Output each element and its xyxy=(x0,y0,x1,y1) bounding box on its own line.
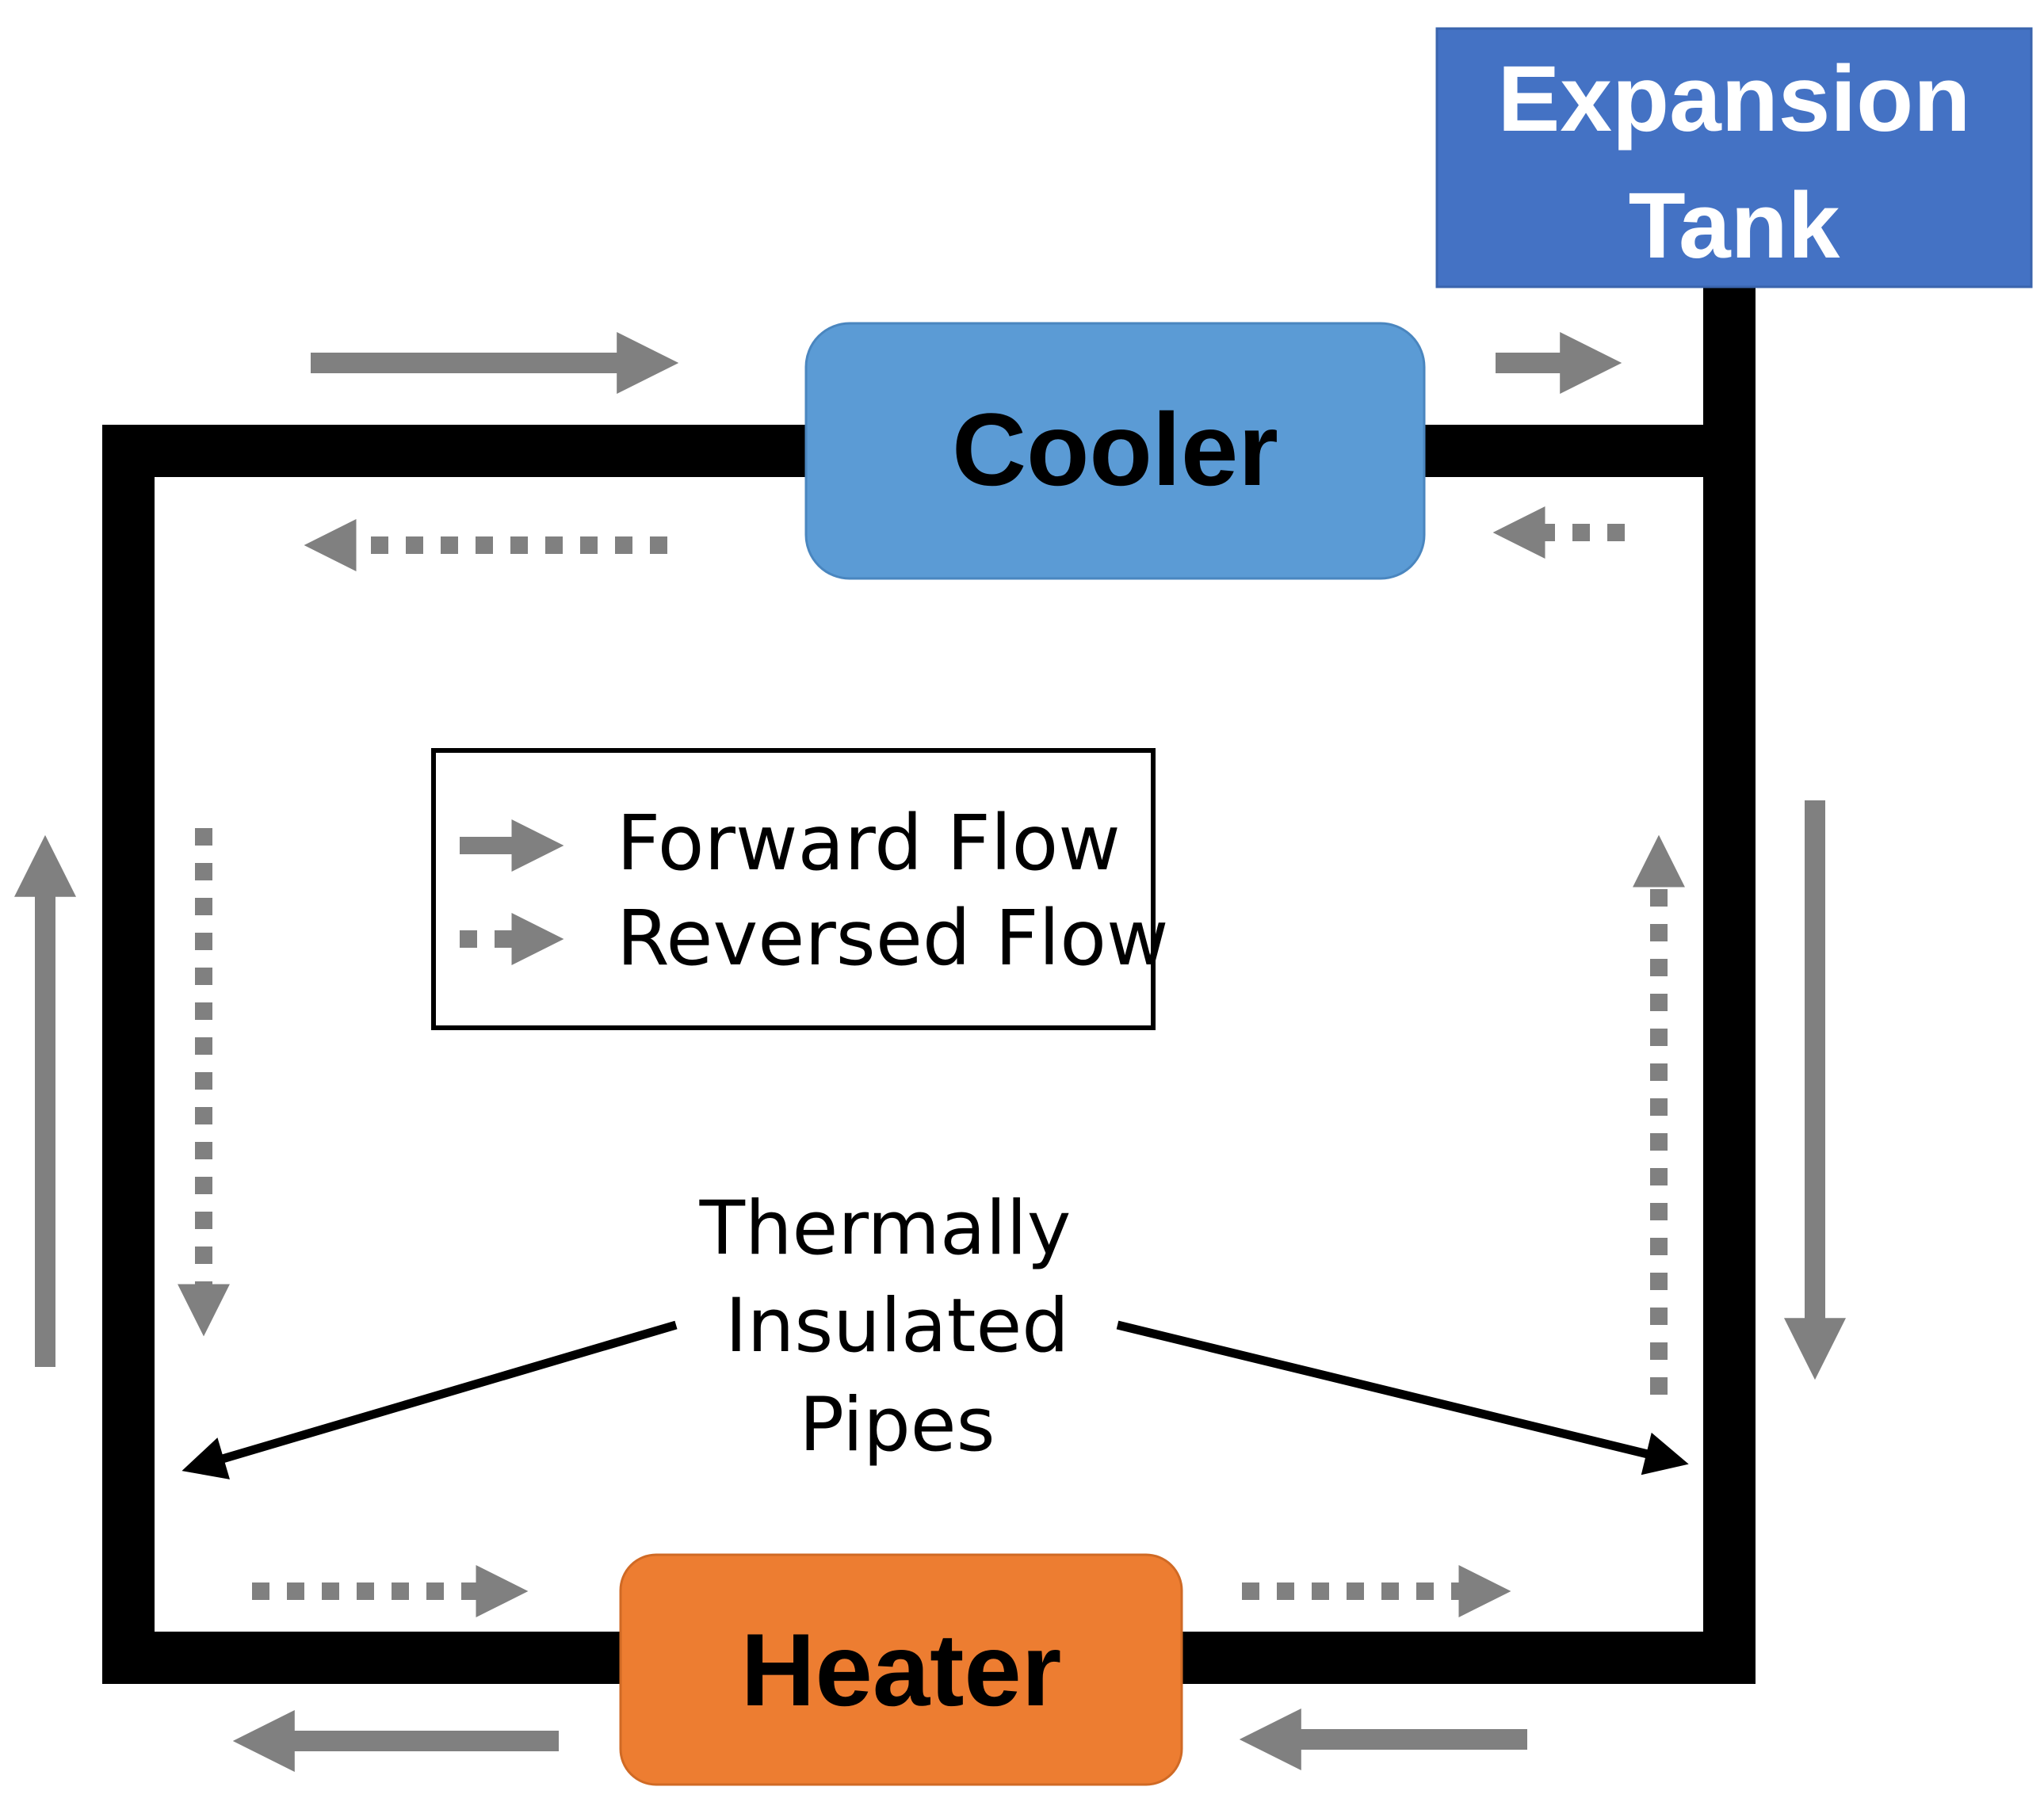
annotation-line1: Thermally xyxy=(699,1185,1072,1272)
tank-label-line1: Expansion xyxy=(1498,47,1971,151)
annotation-line3: Pipes xyxy=(799,1382,995,1468)
legend-reversed-label: Reversed Flow xyxy=(617,894,1168,983)
annotation-pointer-right xyxy=(1116,1320,1689,1476)
legend: Forward Flow Reversed Flow xyxy=(431,748,1168,1030)
heater-box: Heater xyxy=(619,1553,1183,1786)
heater-label: Heater xyxy=(741,1612,1062,1728)
legend-forward-label: Forward Flow xyxy=(617,799,1121,888)
insulated-pipes-annotation: Thermally Insulated Pipes xyxy=(181,1185,1689,1479)
expansion-tank: Expansion Tank xyxy=(1435,27,2033,288)
tank-label-line2: Tank xyxy=(1629,174,1840,278)
cooler-label: Cooler xyxy=(952,391,1278,507)
annotation-pointer-left xyxy=(181,1320,678,1479)
annotation-line2: Insulated xyxy=(725,1283,1069,1369)
forward-flow-arrows xyxy=(14,332,1846,1772)
cooler-box: Cooler xyxy=(804,322,1426,580)
reversed-flow-arrows xyxy=(178,506,1685,1617)
